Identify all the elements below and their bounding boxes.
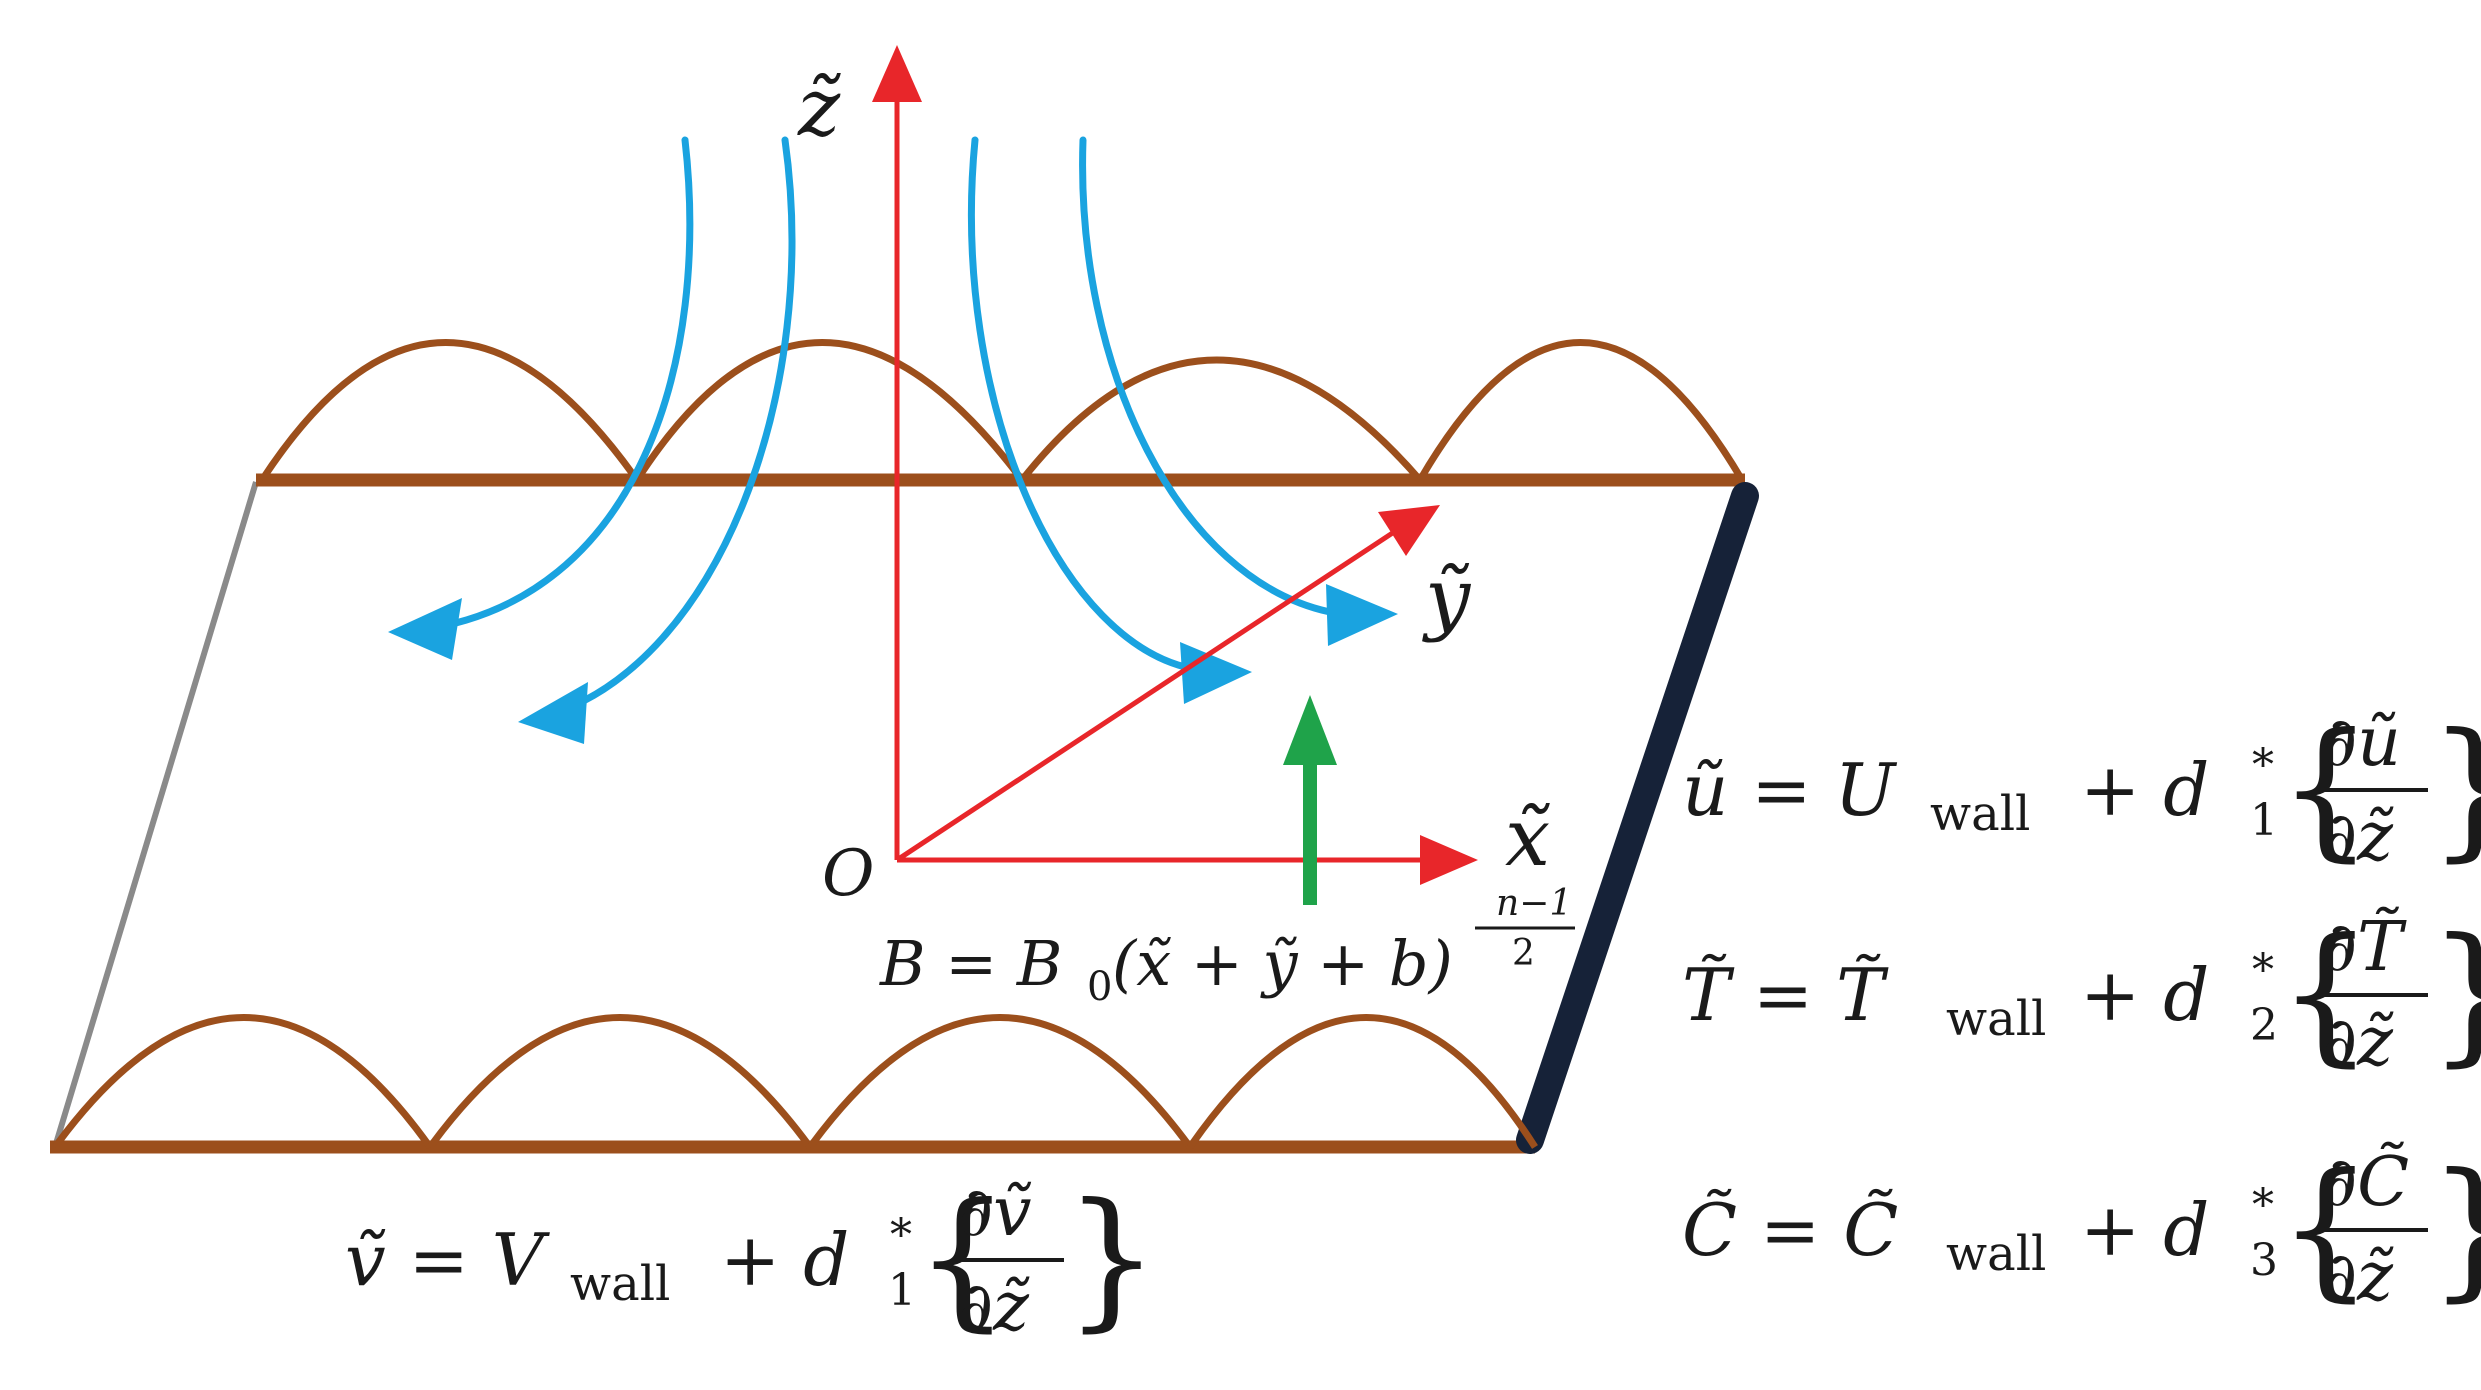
- streamline-arrowheads: [388, 584, 1398, 744]
- bc-c-den: ∂z̃: [2322, 1238, 2395, 1317]
- flow-arrowhead: [1180, 642, 1252, 704]
- origin-label: O: [822, 837, 874, 911]
- roughness-arc: [807, 1014, 1193, 1150]
- field-exp-num: n−1: [1496, 883, 1572, 924]
- bc-u-den: ∂z̃: [2322, 798, 2395, 877]
- flow-arrowhead: [518, 682, 588, 744]
- bc-v-lhs: ṽ = V: [345, 1218, 551, 1302]
- bc-t-dsub: 2: [2250, 1000, 2278, 1051]
- bc-t-sub: wall: [1946, 991, 2046, 1047]
- roughness-arc: [427, 1014, 813, 1150]
- bc-v-num: ∂ṽ: [958, 1173, 1032, 1252]
- bc-u-dsub: 1: [2250, 795, 2278, 846]
- bc-c-lhs: C̃ = C̃: [1682, 1188, 1898, 1272]
- bc-c-sub: wall: [1946, 1226, 2046, 1282]
- field-lhs: B = B: [879, 927, 1063, 1000]
- z-axis-arrowhead: [872, 45, 922, 102]
- y-axis-line: [895, 525, 1402, 863]
- bc-t-brace-right: }: [2428, 907, 2481, 1081]
- roughness-arc: [1416, 339, 1746, 482]
- bc-u-brace-right: }: [2428, 702, 2481, 876]
- bc-u-equation: ũ = U wall + d 1 * { ∂ũ ∂z̃ }: [1682, 702, 2481, 877]
- bc-c-brace-right: }: [2428, 1142, 2481, 1316]
- bc-t-den: ∂z̃: [2322, 1003, 2395, 1082]
- bc-v-den: ∂z̃: [958, 1268, 1031, 1347]
- coordinate-axes: [894, 90, 1425, 863]
- bc-c-dsup: *: [2252, 1180, 2274, 1231]
- roughness-bottom: [52, 1014, 1538, 1150]
- flow-arrowhead: [1326, 584, 1398, 646]
- streamline: [968, 136, 1204, 674]
- bc-t-equation: T̃ = T̃ wall + d 2 * { ∂T̃ ∂z̃ }: [1682, 907, 2481, 1082]
- roughness-arc: [259, 339, 640, 483]
- bc-u-plus: + d: [2080, 748, 2209, 832]
- bc-u-lhs: ũ = U: [1682, 748, 1897, 832]
- bc-c-num: ∂C̃: [2322, 1143, 2409, 1222]
- streamline: [1079, 136, 1334, 616]
- bc-v-plus: + d: [720, 1218, 849, 1302]
- plate-right-wall: [1516, 482, 1759, 1154]
- streamline: [416, 136, 694, 634]
- axis-arrowheads: [872, 45, 1478, 885]
- bc-c-dsub: 3: [2250, 1235, 2278, 1286]
- field-rest: (x̃ + ỹ + b): [1112, 927, 1453, 1000]
- bc-v-sub: wall: [570, 1256, 670, 1312]
- y-axis-arrowhead: [1378, 505, 1440, 556]
- bc-v-dsup: *: [890, 1210, 912, 1261]
- roughness-arc: [52, 1014, 433, 1150]
- flow-arrowhead: [388, 598, 462, 660]
- bc-c-equation: C̃ = C̃ wall + d 3 * { ∂C̃ ∂z̃ }: [1682, 1142, 2481, 1317]
- bc-t-num: ∂T̃: [2322, 908, 2407, 987]
- bc-u-dsup: *: [2252, 740, 2274, 791]
- field-sub: 0: [1087, 964, 1112, 1010]
- bc-v-dsub: 1: [888, 1265, 916, 1316]
- plate-left-edge: [52, 481, 259, 1148]
- roughness-top: [259, 339, 1746, 483]
- bc-t-plus: + d: [2080, 953, 2209, 1037]
- bc-c-plus: + d: [2080, 1188, 2209, 1272]
- bc-t-lhs: T̃ = T̃: [1682, 953, 1889, 1037]
- magnetic-field-arrowhead: [1283, 695, 1337, 765]
- roughness-arc: [1019, 356, 1423, 483]
- field-exp-den: 2: [1512, 933, 1535, 974]
- roughness-arc: [1187, 1014, 1538, 1149]
- y-axis-label: ỹ: [1422, 551, 1472, 644]
- x-axis-arrowhead: [1420, 835, 1478, 885]
- bc-v-brace-right: }: [1064, 1172, 1159, 1346]
- roughness-arc: [634, 339, 1025, 483]
- bc-t-dsup: *: [2252, 945, 2274, 996]
- z-axis-label: z̃: [797, 61, 841, 154]
- streamline: [546, 136, 796, 719]
- streamlines: [416, 136, 1334, 719]
- bc-v-equation: ṽ = V wall + d 1 * { ∂ṽ ∂z̃ }: [345, 1172, 1159, 1347]
- x-axis-label: x̃: [1505, 791, 1550, 884]
- magnetic-field-equation: B = B 0 (x̃ + ỹ + b) n−1 2: [879, 883, 1575, 1010]
- bc-u-num: ∂ũ: [2322, 703, 2401, 782]
- bc-u-sub: wall: [1930, 786, 2030, 842]
